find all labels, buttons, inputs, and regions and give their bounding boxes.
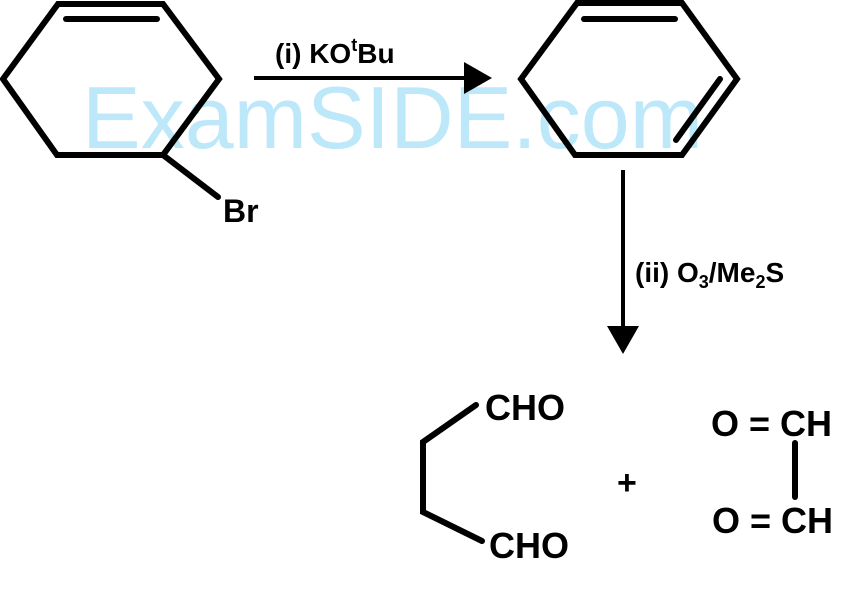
intermediate-cyclohexadiene: [517, 0, 741, 158]
reagent-2-label: (ii) O3/Me2S: [635, 257, 784, 292]
glyoxal-top: O = CH: [711, 403, 832, 444]
product-glyoxal: O = CH O = CH: [711, 403, 833, 541]
plus-sign: +: [617, 464, 637, 502]
carbon-chain: [420, 402, 485, 544]
cyclohexadiene-ring: [517, 0, 741, 158]
product-dialdehyde: CHO CHO: [420, 387, 569, 566]
c-br-bond: [160, 152, 221, 200]
cho-bottom: CHO: [489, 525, 569, 566]
reactant-bromocyclohexene: Br: [0, 0, 259, 229]
cho-top: CHO: [485, 387, 565, 428]
double-bond-right: [673, 76, 723, 143]
br-label: Br: [223, 193, 259, 229]
glyoxal-bottom: O = CH: [712, 500, 833, 541]
reagent-1-label: (i) KOtBu: [275, 35, 395, 69]
watermark: ExamSIDE.com: [82, 68, 703, 167]
